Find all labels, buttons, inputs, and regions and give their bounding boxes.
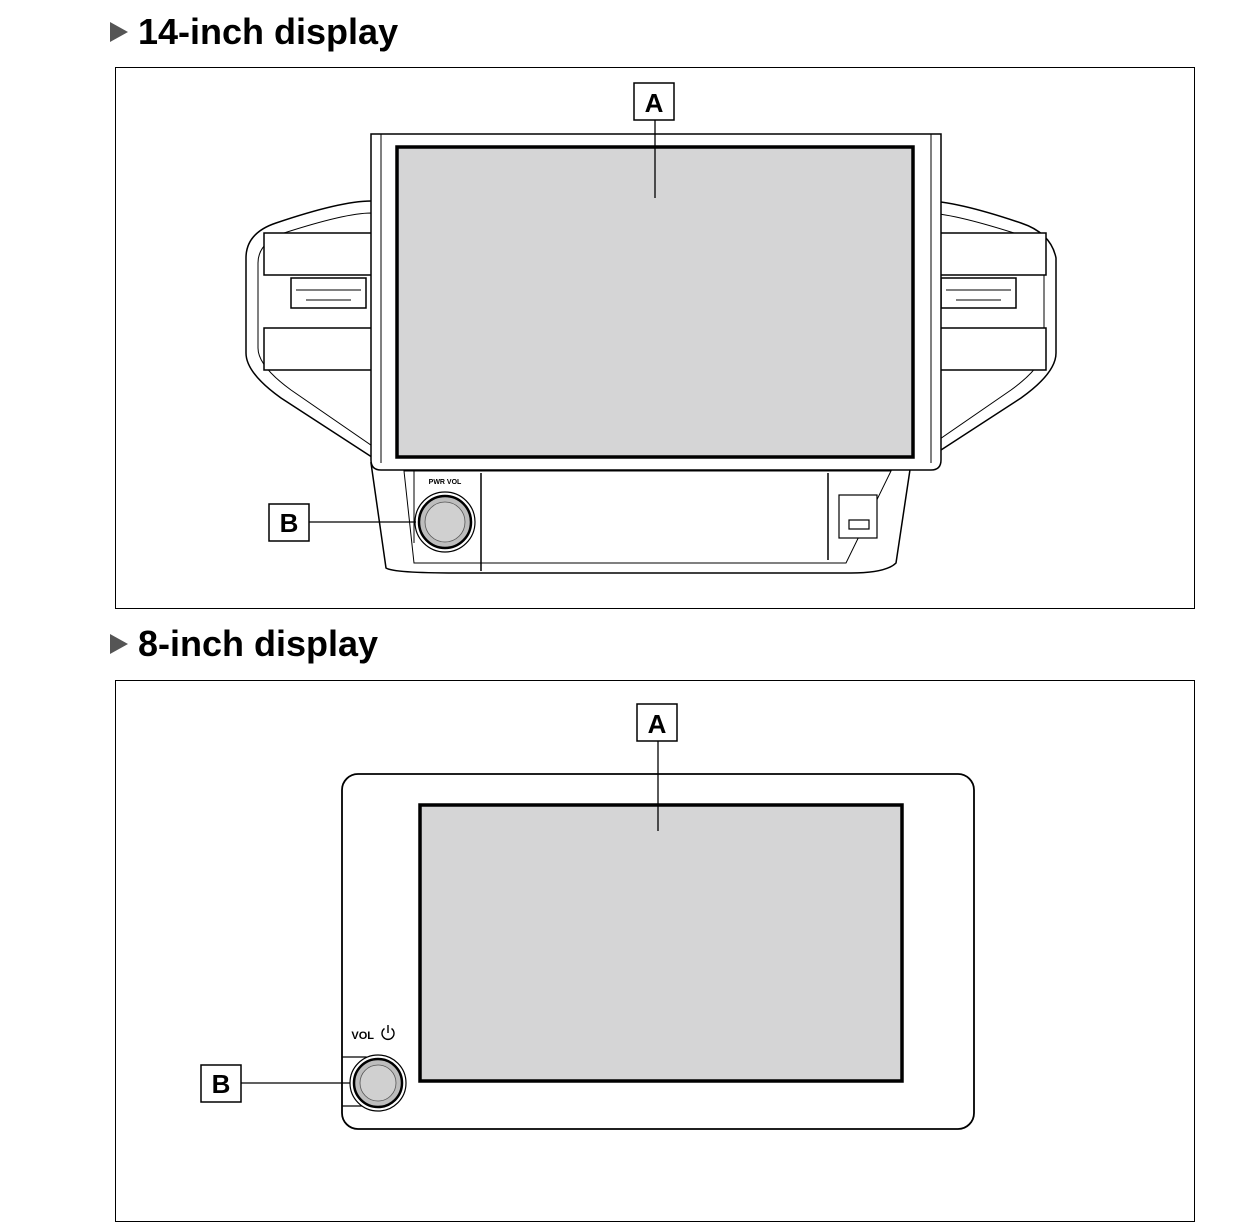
triangle-right-icon [110,634,128,654]
knob-label: PWR VOL [429,479,462,486]
power-volume-knob [414,491,476,553]
section-title-text: 14-inch display [138,11,399,52]
left-air-vent [245,200,389,464]
callout-a-label: A [648,709,667,739]
usb-port-icon [838,494,878,539]
callout-b: B [200,1064,350,1103]
triangle-right-icon [110,22,128,42]
illustration-8-inch: VOL A B [200,703,975,1130]
touchscreen-display [418,803,904,1083]
callout-b: B [268,503,416,542]
section-title-14-inch: 14-inch display [110,12,398,52]
illustration-14-inch: PWR VOL A B [245,82,1057,574]
callout-a-label: A [645,88,664,118]
section-title-8-inch: 8-inch display [110,624,378,664]
knob-label: VOL [351,1030,374,1042]
callout-a: A [633,82,675,198]
callout-b-label: B [212,1069,231,1099]
callout-a: A [636,703,678,831]
power-icon [381,1025,395,1040]
section-title-text: 8-inch display [138,623,379,664]
figure-8-inch: VOL A B [115,680,1195,1222]
lower-console [370,462,912,574]
figure-14-inch: PWR VOL A B [115,67,1195,609]
right-air-vent [915,200,1057,464]
callout-b-label: B [280,508,299,538]
volume-knob [349,1054,407,1112]
